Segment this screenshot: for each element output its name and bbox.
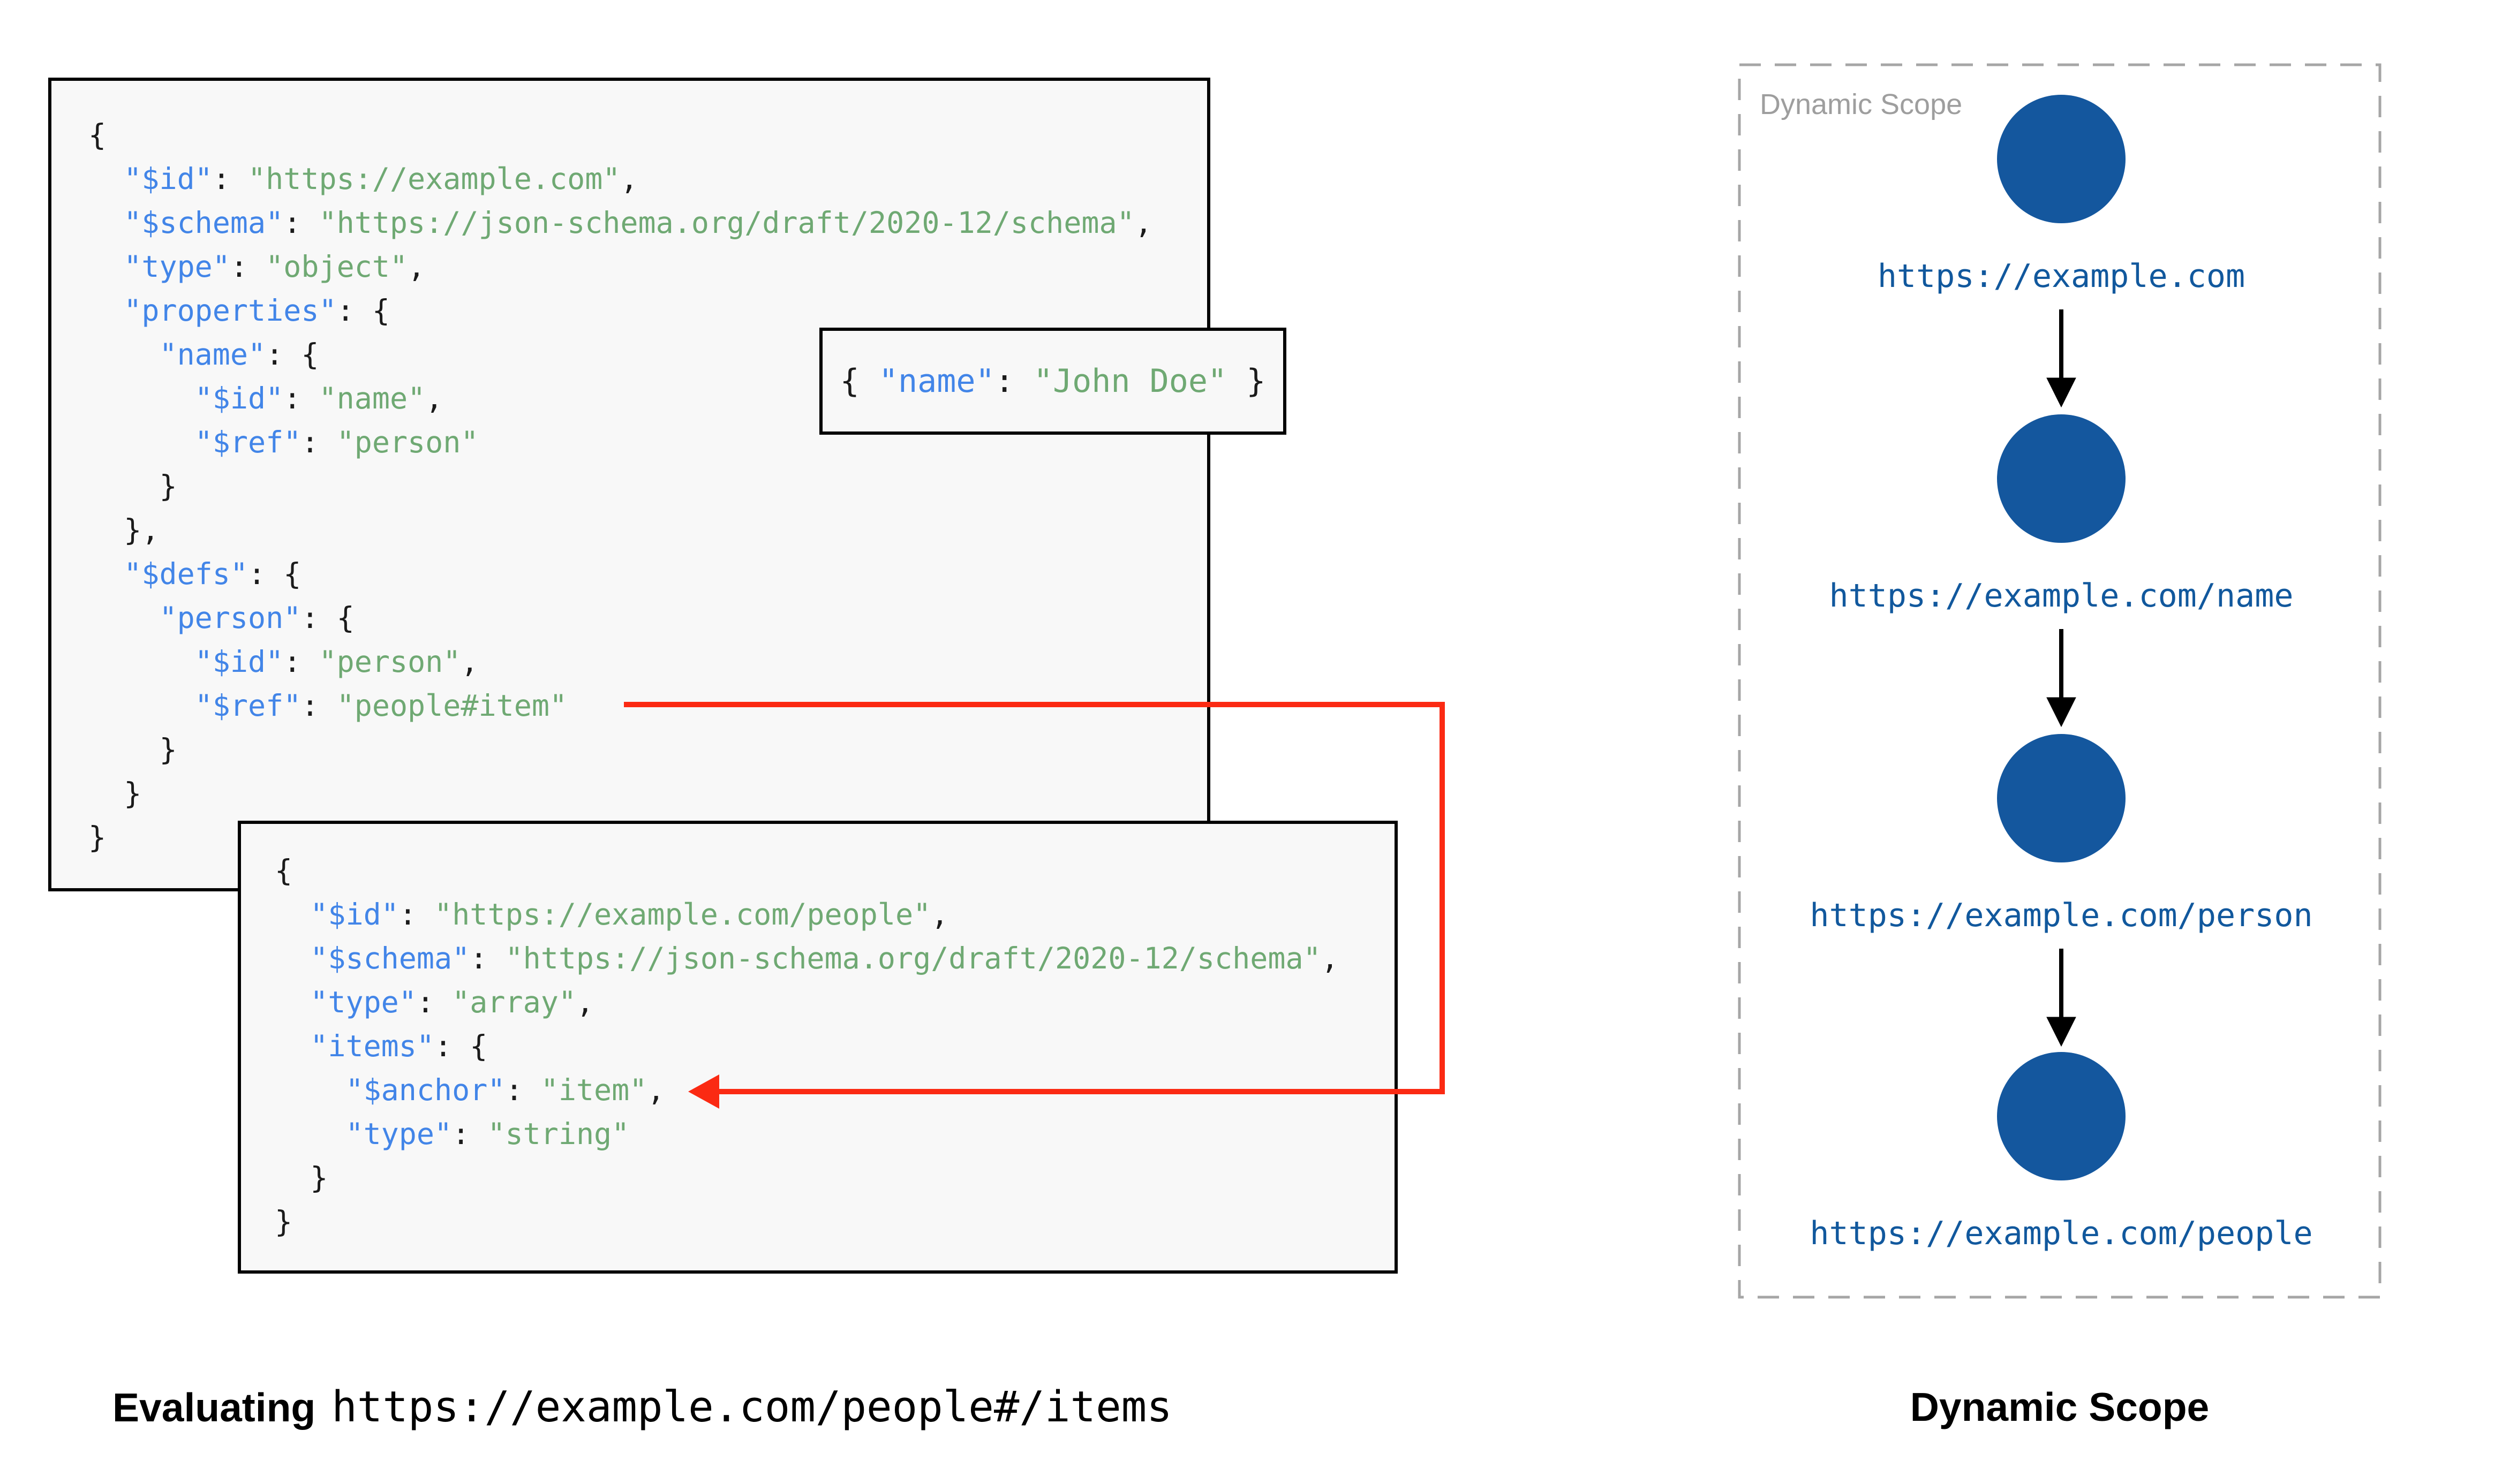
scope-node-circle xyxy=(1997,734,2126,862)
evaluating-uri: https://example.com/people#/items xyxy=(331,1382,1172,1432)
schema-people-code-box: { "$id": "https://example.com/people", "… xyxy=(238,821,1398,1274)
scope-node-label: https://example.com/people xyxy=(1810,1215,2313,1252)
schema-people-code: { "$id": "https://example.com/people", "… xyxy=(275,853,1339,1239)
instance-code: { "name": "John Doe" } xyxy=(840,362,1266,400)
schema-root-code-box: { "$id": "https://example.com", "$schema… xyxy=(48,78,1210,891)
scope-node-circle xyxy=(1997,414,2126,543)
down-arrow-head xyxy=(2046,1017,2076,1047)
scope-node-label: https://example.com/name xyxy=(1829,577,2294,615)
schema-root-code: { "$id": "https://example.com", "$schema… xyxy=(88,118,1152,854)
down-arrow-head xyxy=(2046,377,2076,408)
dynamic-scope-dashed-border xyxy=(1738,63,2382,1299)
dynamic-scope-caption: Dynamic Scope xyxy=(1910,1384,2210,1429)
instance-code-box: { "name": "John Doe" } xyxy=(819,328,1286,435)
evaluating-caption: Evaluating https://example.com/people#/i… xyxy=(112,1377,1172,1437)
scope-node-circle xyxy=(1997,1052,2126,1180)
scope-node-label: https://example.com xyxy=(1877,258,2245,295)
evaluating-label: Evaluating xyxy=(112,1385,316,1430)
dynamic-scope-watermark: Dynamic Scope xyxy=(1760,88,1963,120)
down-arrow-head xyxy=(2046,697,2076,728)
scope-node-label: https://example.com/person xyxy=(1810,897,2313,934)
scope-node-circle xyxy=(1997,95,2126,223)
